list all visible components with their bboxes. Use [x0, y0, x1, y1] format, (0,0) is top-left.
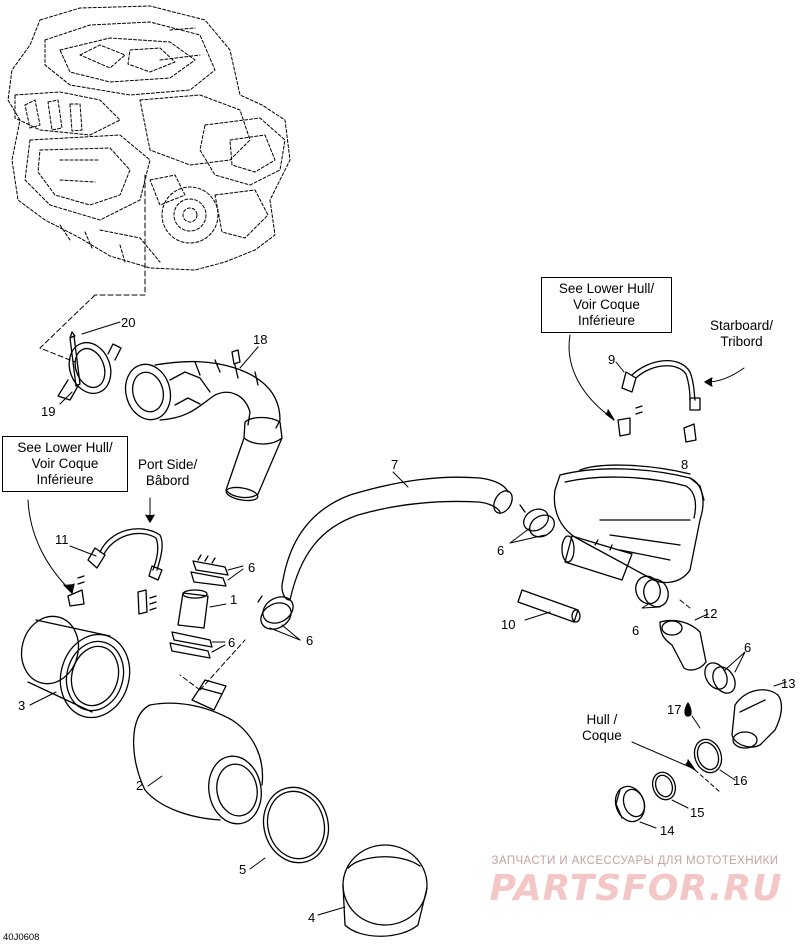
muffler-3 [20, 615, 131, 719]
label-hull: Hull / Coque [582, 712, 622, 744]
part-number-17: 17 [667, 702, 682, 717]
clamp-19 [57, 341, 122, 401]
clamps-6-upper [190, 554, 229, 587]
engine-connection-leader [39, 174, 146, 363]
nut-14 [614, 785, 646, 823]
exhaust-hose-7 [281, 476, 513, 601]
part-number-4: 4 [308, 910, 316, 925]
clamps-6-elbow [704, 662, 736, 694]
label-line: Port Side/ [138, 457, 198, 472]
label-line: Bâbord [145, 473, 190, 488]
label-line: Tribord [720, 334, 763, 349]
exhaust-pipe-18 [124, 349, 283, 502]
part-number-6: 6 [306, 633, 314, 648]
part-number-2: 2 [136, 778, 144, 793]
callout-lower-hull-left: See Lower Hull/ Voir Coque Inférieure [2, 436, 128, 492]
part-number-19: 19 [41, 404, 56, 419]
callout-line: See Lower Hull/ [17, 440, 113, 455]
outlet-13 [731, 689, 783, 749]
part-number-6: 6 [632, 623, 640, 638]
part-number-15: 15 [690, 805, 705, 820]
bracket-hardware-right [617, 405, 697, 443]
cap-4 [342, 844, 428, 937]
part-number-8: 8 [681, 457, 689, 472]
coupler-1 [177, 589, 209, 629]
clamps-6-resonator [519, 504, 555, 538]
part-number-11: 11 [55, 532, 69, 547]
strap-9 [621, 360, 701, 411]
part-number-10: 10 [501, 617, 516, 632]
clamps-6-outlet [635, 575, 669, 608]
watermark-tagline: ЗАПЧАСТИ И АКСЕССУАРЫ ДЛЯ МОТОТЕХНИКИ [491, 855, 779, 867]
callout-line: Inférieure [577, 313, 636, 328]
callout-line: Voir Coque [31, 456, 99, 471]
part-number-16: 16 [733, 773, 748, 788]
sealant-drop-icon [684, 702, 692, 717]
callout-line: Voir Coque [573, 297, 640, 312]
part-number-6: 6 [228, 635, 236, 650]
label-starboard: Starboard/ Tribord [710, 318, 773, 350]
stud-20 [69, 331, 81, 387]
callout-line: See Lower Hull/ [558, 281, 655, 296]
part-number-3: 3 [18, 698, 26, 713]
part-number-20: 20 [121, 315, 136, 330]
label-line: Coque [582, 728, 622, 743]
watermark-logo: PARTSFOR.RU [489, 868, 783, 909]
part-number-9: 9 [608, 352, 616, 367]
part-number-18: 18 [253, 332, 268, 347]
waterlock-2 [132, 679, 264, 825]
label-line: Hull / [586, 712, 618, 727]
clamp-6-hose [257, 595, 294, 630]
part-number-6: 6 [744, 640, 752, 655]
elbow-12 [659, 619, 707, 671]
bracket-hardware-left [67, 575, 157, 615]
part-number-1: 1 [230, 592, 238, 607]
label-line: Starboard/ [710, 318, 774, 333]
part-number-13: 13 [781, 676, 796, 691]
callout-line: Inférieure [36, 472, 94, 487]
tube-10 [517, 589, 581, 623]
callout-lower-hull-right: See Lower Hull/ Voir Coque Inférieure [541, 277, 672, 333]
strap-11 [87, 528, 163, 581]
part-number-5: 5 [239, 862, 247, 877]
ring-15 [651, 771, 677, 801]
resonator-pipe [561, 535, 633, 581]
clamps-6-lower [169, 631, 213, 659]
part-number-6: 6 [497, 543, 505, 558]
part-number-7: 7 [391, 457, 399, 472]
part-number-12: 12 [703, 606, 718, 621]
ring-5 [262, 786, 330, 864]
engine-block [7, 5, 291, 271]
ring-16 [693, 738, 723, 774]
part-number-14: 14 [660, 823, 675, 838]
label-port-side: Port Side/ Bâbord [138, 457, 197, 489]
diagram-code: 40J0608 [3, 932, 40, 943]
resonator-8 [553, 464, 705, 584]
part-number-6: 6 [248, 560, 256, 575]
